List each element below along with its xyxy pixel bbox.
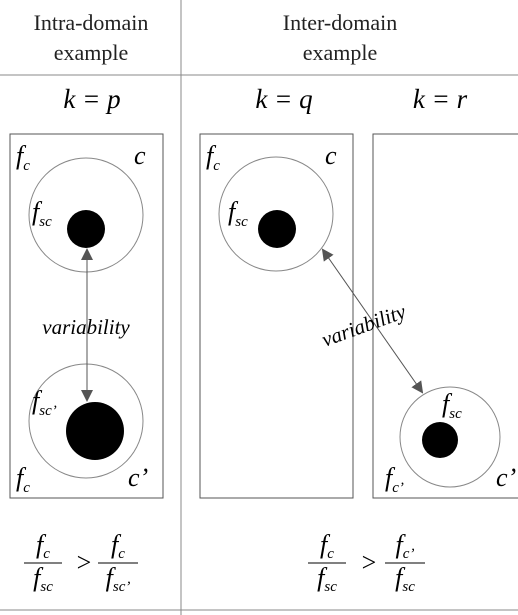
- class-circle-c-prime-r: [399, 386, 501, 488]
- formula-inter-gt: >: [362, 548, 377, 577]
- variability-label-intra: variability: [42, 315, 130, 339]
- variability-arrow-inter: [321, 248, 424, 394]
- label-c-p: c: [134, 141, 146, 170]
- formula-intra-gt: >: [77, 548, 92, 577]
- label-fsc-q: fsc: [228, 197, 248, 230]
- subclass-dot-r: [422, 422, 458, 458]
- label-c-prime-p: c’: [128, 463, 148, 492]
- subclass-dot-sc-q: [258, 210, 296, 248]
- variability-label-inter: variability: [318, 299, 409, 352]
- label-fc-q: fc: [206, 141, 220, 174]
- formula-inter-num2: fc’: [396, 530, 415, 562]
- intra-header-line2: example: [54, 40, 129, 65]
- formula-intra-den1: fsc: [33, 563, 53, 595]
- label-fc-top-p: fc: [16, 141, 30, 174]
- class-circle-c-q: [218, 156, 334, 272]
- formula-intra-den2: fsc’: [106, 563, 131, 595]
- k-label-p: k = p: [63, 84, 120, 114]
- formula-inter-num1: fc: [320, 530, 334, 562]
- label-fsc-r: fsc: [442, 389, 462, 422]
- label-fc-prime-r: fc’: [385, 463, 404, 496]
- domain-box-p: [9, 133, 164, 499]
- formula-inter-den2: fsc: [395, 563, 415, 595]
- k-label-r: k = r: [413, 84, 468, 114]
- formula-intra: fc fsc > fc fsc’: [24, 530, 138, 595]
- subclass-dot-sc-p: [67, 210, 105, 248]
- label-fc-bottom-p: fc: [16, 463, 30, 496]
- formula-intra-num1: fc: [36, 530, 50, 562]
- label-c-prime-r: c’: [496, 463, 516, 492]
- subclass-dot-sc-prime-p: [66, 402, 124, 460]
- intra-header-line1: Intra-domain: [34, 10, 149, 35]
- label-fsc-p: fsc: [32, 197, 52, 230]
- label-c-q: c: [325, 141, 337, 170]
- label-fsc-prime-p: fsc’: [32, 386, 57, 419]
- k-label-q: k = q: [255, 84, 312, 114]
- formula-inter-den1: fsc: [317, 563, 337, 595]
- inter-header-line1: Inter-domain: [283, 10, 397, 35]
- inter-header-line2: example: [303, 40, 378, 65]
- formula-inter: fc fsc > fc’ fsc: [308, 530, 425, 595]
- domain-box-q: [199, 133, 354, 499]
- formula-intra-num2: fc: [111, 530, 125, 562]
